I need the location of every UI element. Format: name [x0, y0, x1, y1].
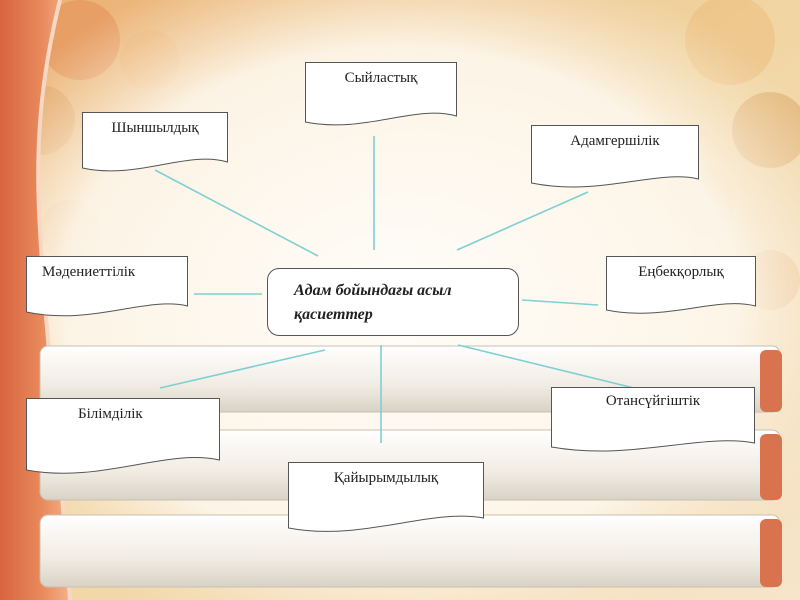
- node-shynshyldyk: Шыншылдық: [82, 112, 228, 174]
- connector-bilimdilik: [159, 349, 326, 389]
- node-adamgershilik: Адамгершілік: [531, 125, 699, 188]
- document-shape: [26, 256, 188, 317]
- document-shape: [26, 398, 220, 474]
- connector-adamgershilik: [456, 191, 589, 251]
- node-otansuigishtik: Отансүйгіштік: [551, 387, 755, 452]
- node-bilimdilik: Білімділік: [26, 398, 220, 478]
- document-shape: [305, 62, 457, 126]
- document-shape: [288, 462, 484, 532]
- node-label: Отансүйгіштік: [605, 393, 701, 409]
- node-kaiyrymdylyk: Қайырымдылық: [288, 462, 484, 534]
- center-node: Адам бойындағы асыл қасиеттер: [267, 268, 519, 336]
- connector-otansuigishtik: [457, 344, 635, 389]
- node-label: Шыншылдық: [111, 120, 199, 136]
- node-label: Білімділік: [78, 406, 143, 422]
- document-shape: [606, 256, 756, 314]
- center-node-label: Адам бойындағы асыл қасиеттер: [294, 282, 452, 323]
- document-shape: [531, 125, 699, 188]
- connector-shynshyldyk: [154, 169, 319, 257]
- document-shape: [551, 387, 755, 452]
- node-label: Еңбекқорлық: [638, 264, 724, 280]
- node-label: Адамгершілік: [570, 133, 660, 149]
- node-label: Сыйластық: [344, 70, 418, 86]
- document-shape: [82, 112, 228, 172]
- node-madeniettilik: Мәдениеттілік: [26, 256, 188, 318]
- node-label: Қайырымдылық: [333, 470, 439, 486]
- node-label: Мәдениеттілік: [42, 264, 136, 280]
- node-syilastyk: Сыйластық: [305, 62, 457, 126]
- connector-enbekkorlyk: [521, 299, 599, 306]
- node-enbekkorlyk: Еңбекқорлық: [606, 256, 756, 316]
